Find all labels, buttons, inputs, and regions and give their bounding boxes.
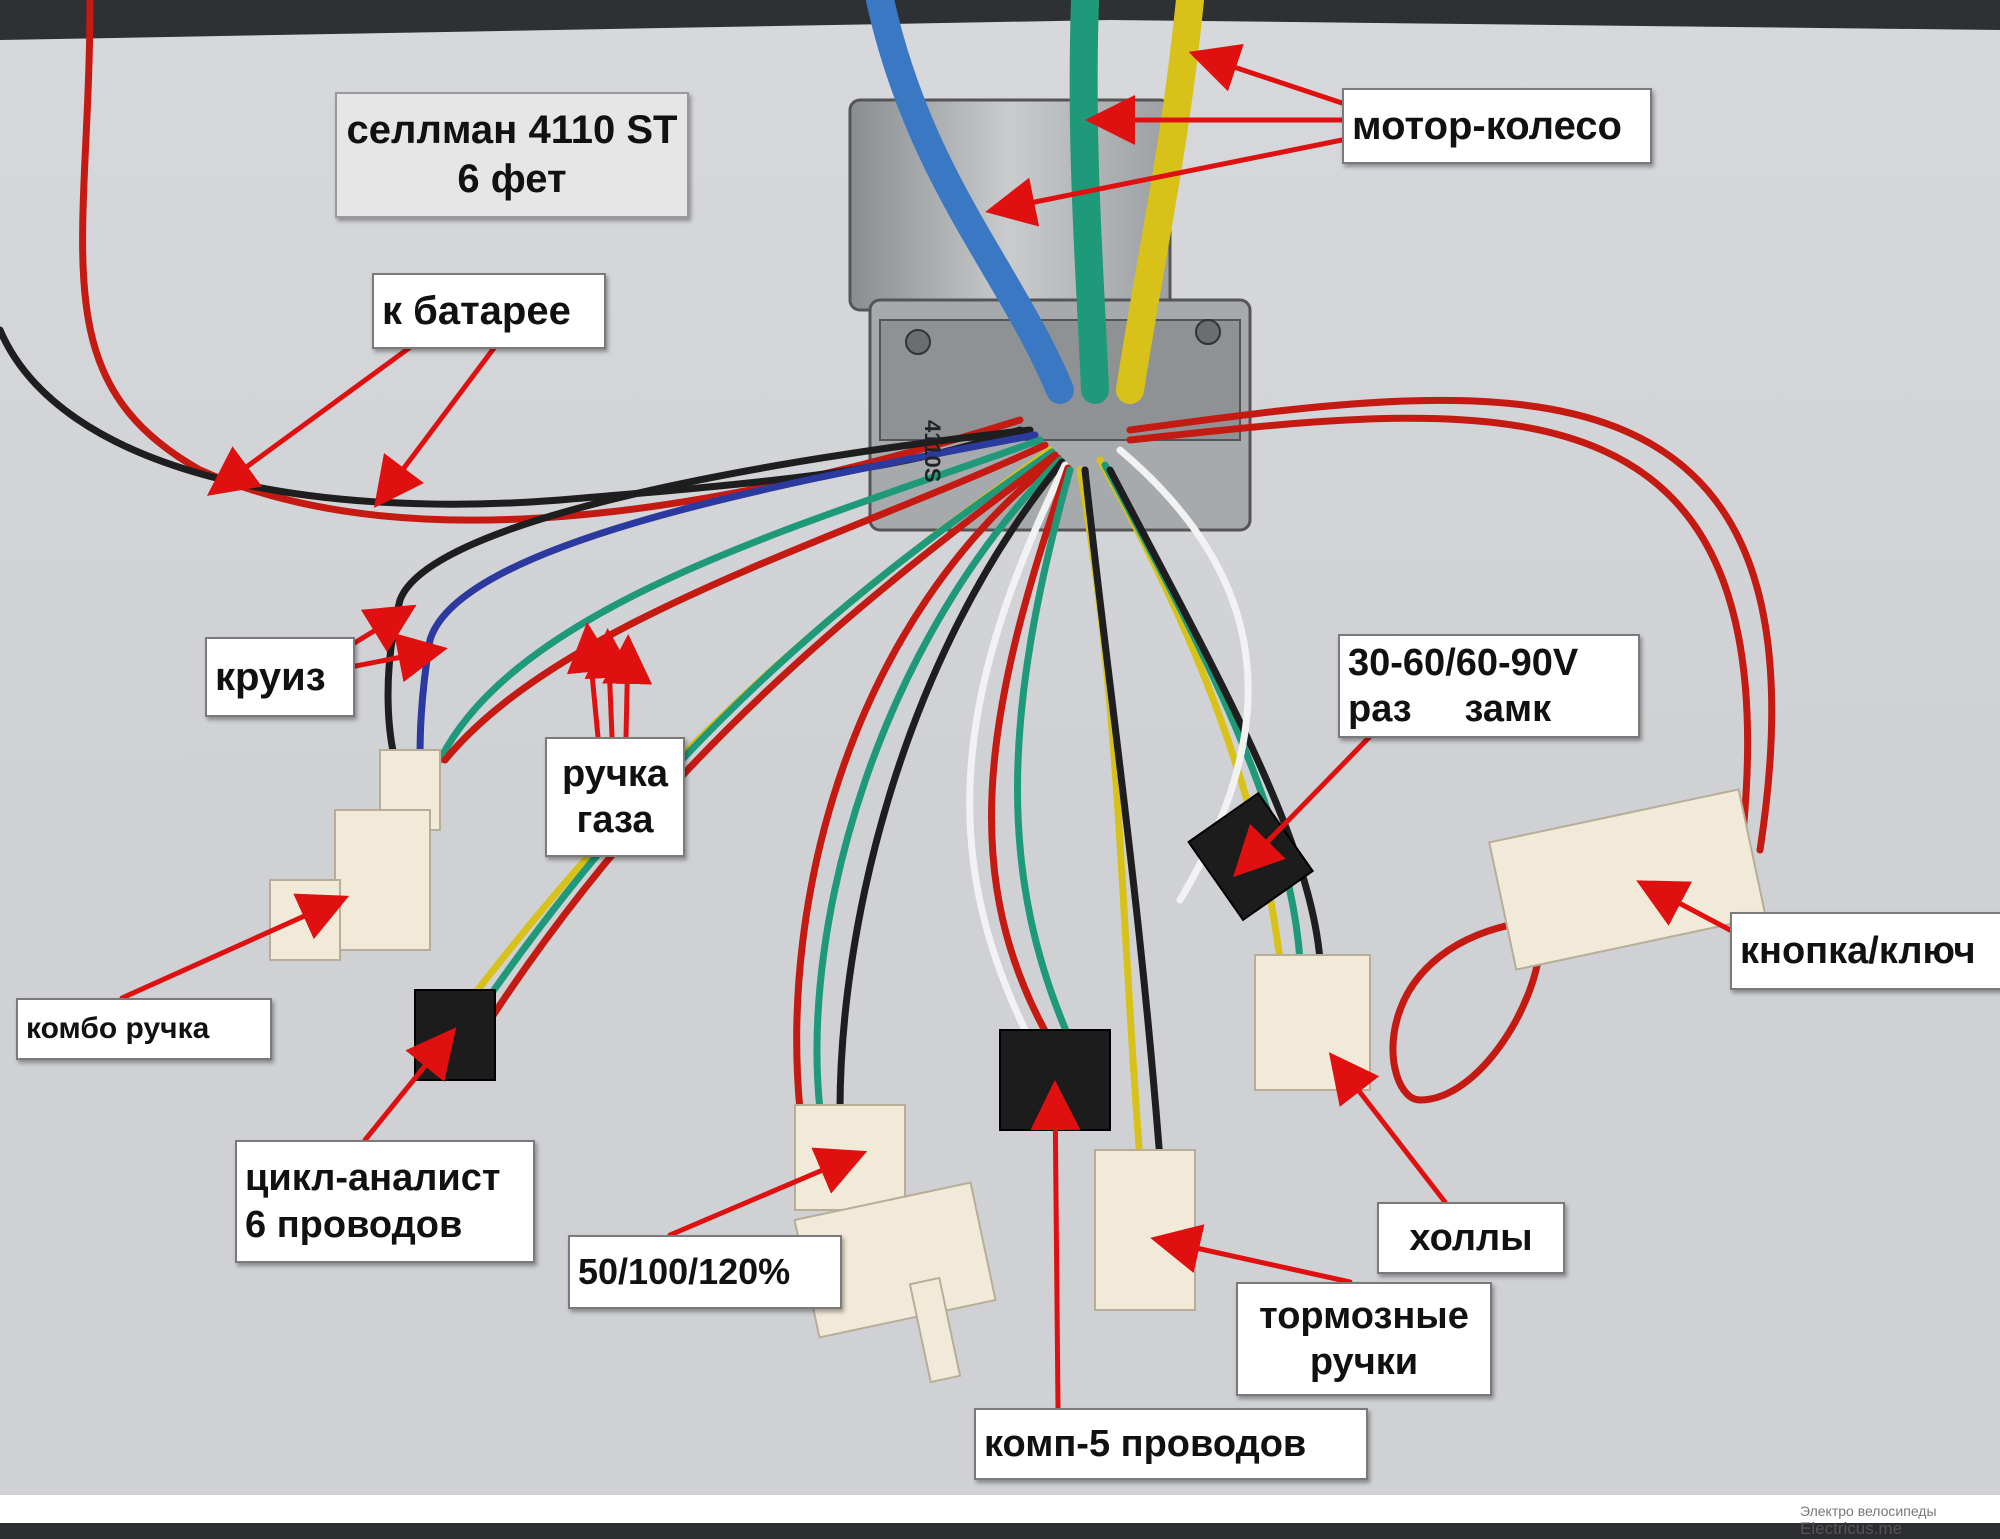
cruise-label: круиз [205, 637, 355, 717]
controller-title-label: селлман 4110 ST 6 фет [335, 92, 689, 218]
watermark: Электро велосипеды Electricus.me [1800, 1503, 2000, 1539]
battery-label: к батарее [372, 273, 606, 349]
computer-label: комп-5 проводов [974, 1408, 1368, 1480]
controller-model-text: селлман 4110 ST [346, 108, 678, 153]
controller-fets-text: 6 фет [457, 157, 567, 201]
voltage-label-line1: 30-60/60-90V [1348, 641, 1579, 684]
brake-levers-label: тормозные ручки [1236, 1282, 1492, 1396]
cycle-analyst-line1: цикл-аналист [245, 1157, 501, 1200]
brake-levers-line1: тормозные [1259, 1294, 1469, 1337]
speed-mode-label: 50/100/120% [568, 1235, 842, 1309]
key-button-label: кнопка/ключ [1730, 912, 2000, 990]
watermark-site: Electricus.me [1800, 1519, 1903, 1538]
throttle-label: ручка газа [545, 737, 685, 857]
throttle-label-line1: ручка [561, 752, 669, 795]
cycle-analyst-label: цикл-аналист 6 проводов [235, 1140, 535, 1263]
combo-handle-label: комбо ручка [16, 998, 272, 1060]
motor-phase-wires [866, 0, 1204, 404]
watermark-caption: Электро велосипеды [1800, 1503, 1937, 1519]
bottom-strip [0, 1495, 2000, 1523]
throttle-label-line2: газа [576, 799, 654, 841]
cycle-analyst-line2: 6 проводов [245, 1203, 463, 1246]
voltage-label: 30-60/60-90V раз замк [1338, 634, 1640, 738]
brake-levers-line2: ручки [1309, 1341, 1419, 1383]
motor-wheel-label: мотор-колесо [1342, 88, 1652, 164]
voltage-label-line2: раз замк [1348, 688, 1552, 730]
annotation-arrows [119, 43, 1733, 1411]
halls-label: холлы [1377, 1202, 1565, 1274]
controller-marking: 4110S [920, 420, 945, 482]
